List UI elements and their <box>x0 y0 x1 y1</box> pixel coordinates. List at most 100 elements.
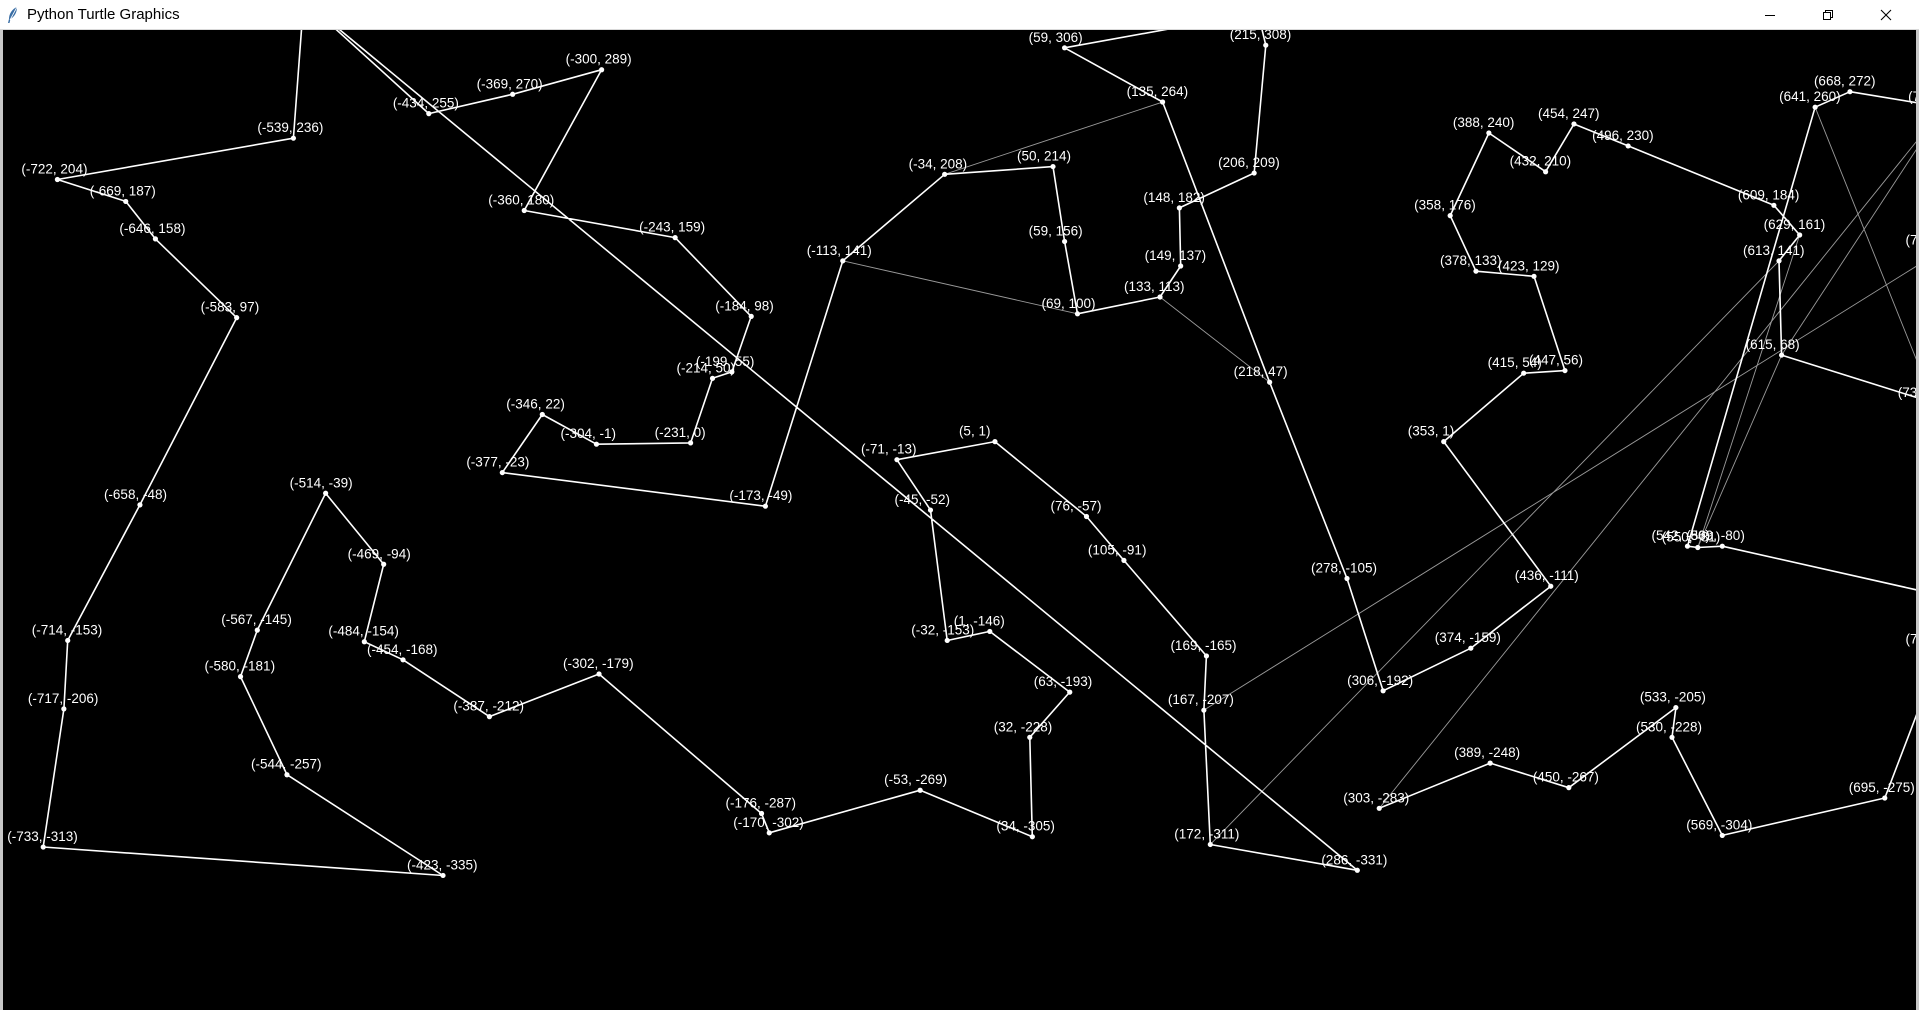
point-marker <box>499 469 505 476</box>
point-marker <box>1344 575 1350 582</box>
point-label: (-387, -212) <box>453 699 524 714</box>
connector-line <box>1697 354 1783 548</box>
point-marker <box>426 111 432 117</box>
point-marker <box>1380 688 1386 694</box>
point-label: (-369, 270) <box>477 76 543 91</box>
point-label: (306, -192) <box>1347 673 1413 688</box>
point-labels: (-531, 343)(-539, 236)(-722, 204)(-669, … <box>7 30 1916 872</box>
point-label: (569, -304) <box>1686 817 1752 832</box>
point-marker <box>709 375 716 381</box>
point-marker <box>1673 704 1679 711</box>
tour-polyline <box>42 30 1916 877</box>
point-label: (378, 133) <box>1440 253 1502 268</box>
point-marker <box>1027 734 1033 740</box>
turtle-canvas[interactable]: (-531, 343)(-539, 236)(-722, 204)(-669, … <box>3 30 1916 1010</box>
point-marker <box>234 315 240 321</box>
point-markers <box>40 42 1888 879</box>
point-label: (-45, -52) <box>894 492 950 507</box>
point-marker <box>486 714 493 720</box>
feather-icon <box>8 6 18 23</box>
point-marker <box>917 787 923 793</box>
point-label: (215, 308) <box>1230 30 1292 42</box>
point-marker <box>1267 379 1273 385</box>
connector-line <box>842 260 1078 315</box>
minimize-icon <box>1765 15 1775 16</box>
point-label: (-231, 0) <box>655 425 706 440</box>
point-marker <box>944 637 950 644</box>
point-label: (-300, 289) <box>566 52 632 67</box>
point-label: (530, -228) <box>1636 719 1702 734</box>
point-label: (415, 54) <box>1488 355 1542 370</box>
point-marker <box>254 627 260 633</box>
point-label: (-539, 236) <box>257 120 323 135</box>
point-marker <box>1571 121 1577 127</box>
point-marker <box>1548 583 1554 589</box>
point-label: (389, -248) <box>1454 745 1520 760</box>
point-label: (148, 182) <box>1143 190 1205 205</box>
restore-button[interactable] <box>1799 0 1857 30</box>
point-marker <box>1083 513 1090 520</box>
window-titlebar[interactable]: Python Turtle Graphics <box>0 0 1919 30</box>
point-label: (741, 260) <box>1908 89 1916 104</box>
point-label: (353, 1) <box>1408 424 1455 439</box>
point-label: (5, 1) <box>959 424 991 439</box>
point-marker <box>688 440 694 446</box>
point-label: (149, 137) <box>1145 248 1207 263</box>
point-marker <box>1486 130 1492 136</box>
point-label: (-722, 204) <box>21 161 87 176</box>
point-label: (34, -305) <box>996 819 1055 834</box>
point-marker <box>1354 867 1360 873</box>
point-label: (63, -193) <box>1034 674 1093 689</box>
point-marker <box>1251 170 1257 176</box>
point-label: (-484, -154) <box>328 624 399 639</box>
point-label: (-53, -269) <box>884 772 947 787</box>
point-marker <box>1531 273 1537 279</box>
point-marker <box>1074 311 1081 317</box>
minimize-button[interactable] <box>1741 0 1799 30</box>
point-marker <box>1468 645 1474 651</box>
point-label: (303, -283) <box>1343 790 1409 805</box>
point-label: (-176, -287) <box>726 795 797 810</box>
point-label: (733, 31) <box>1898 385 1916 400</box>
point-marker <box>65 637 71 644</box>
point-label: (286, -331) <box>1321 852 1387 867</box>
point-label: (450, -267) <box>1533 770 1599 785</box>
point-marker <box>758 810 765 817</box>
point-marker <box>1487 760 1493 766</box>
point-label: (206, 209) <box>1218 155 1280 170</box>
point-marker <box>123 198 129 205</box>
point-label: (169, -165) <box>1170 638 1236 653</box>
point-marker <box>1684 543 1691 549</box>
point-marker <box>1121 557 1127 563</box>
point-marker <box>1797 232 1803 238</box>
point-label: (278, -105) <box>1311 560 1377 575</box>
close-button[interactable] <box>1857 0 1915 30</box>
point-marker <box>361 639 367 645</box>
point-label: (-170, -302) <box>733 815 804 830</box>
point-marker <box>992 439 998 445</box>
point-label: (615, 68) <box>1746 337 1800 352</box>
point-marker <box>61 706 67 712</box>
point-label: (739, 149) <box>1906 233 1916 248</box>
turtle-canvas-area[interactable]: (-531, 343)(-539, 236)(-722, 204)(-669, … <box>0 30 1919 1010</box>
point-marker <box>1719 832 1725 839</box>
point-label: (-346, 22) <box>506 396 565 411</box>
point-label: (-377, -23) <box>466 455 529 470</box>
point-label: (-454, -168) <box>367 642 438 657</box>
point-marker <box>152 236 159 242</box>
point-marker <box>894 457 900 463</box>
point-marker <box>381 561 387 567</box>
point-label: (613, 141) <box>1743 243 1805 258</box>
point-label: (447, 56) <box>1529 353 1583 368</box>
point-marker <box>672 234 678 241</box>
point-label: (59, 156) <box>1029 223 1083 238</box>
tour-path <box>42 30 1916 877</box>
connector-line <box>1814 107 1916 360</box>
point-marker <box>521 207 527 214</box>
point-label: (-34, 208) <box>909 156 968 171</box>
point-marker <box>1157 294 1163 300</box>
point-label: (609, 184) <box>1738 187 1800 202</box>
point-marker <box>1207 841 1213 848</box>
point-label: (-434, 255) <box>393 96 459 111</box>
point-label: (550, -81) <box>1662 529 1721 544</box>
